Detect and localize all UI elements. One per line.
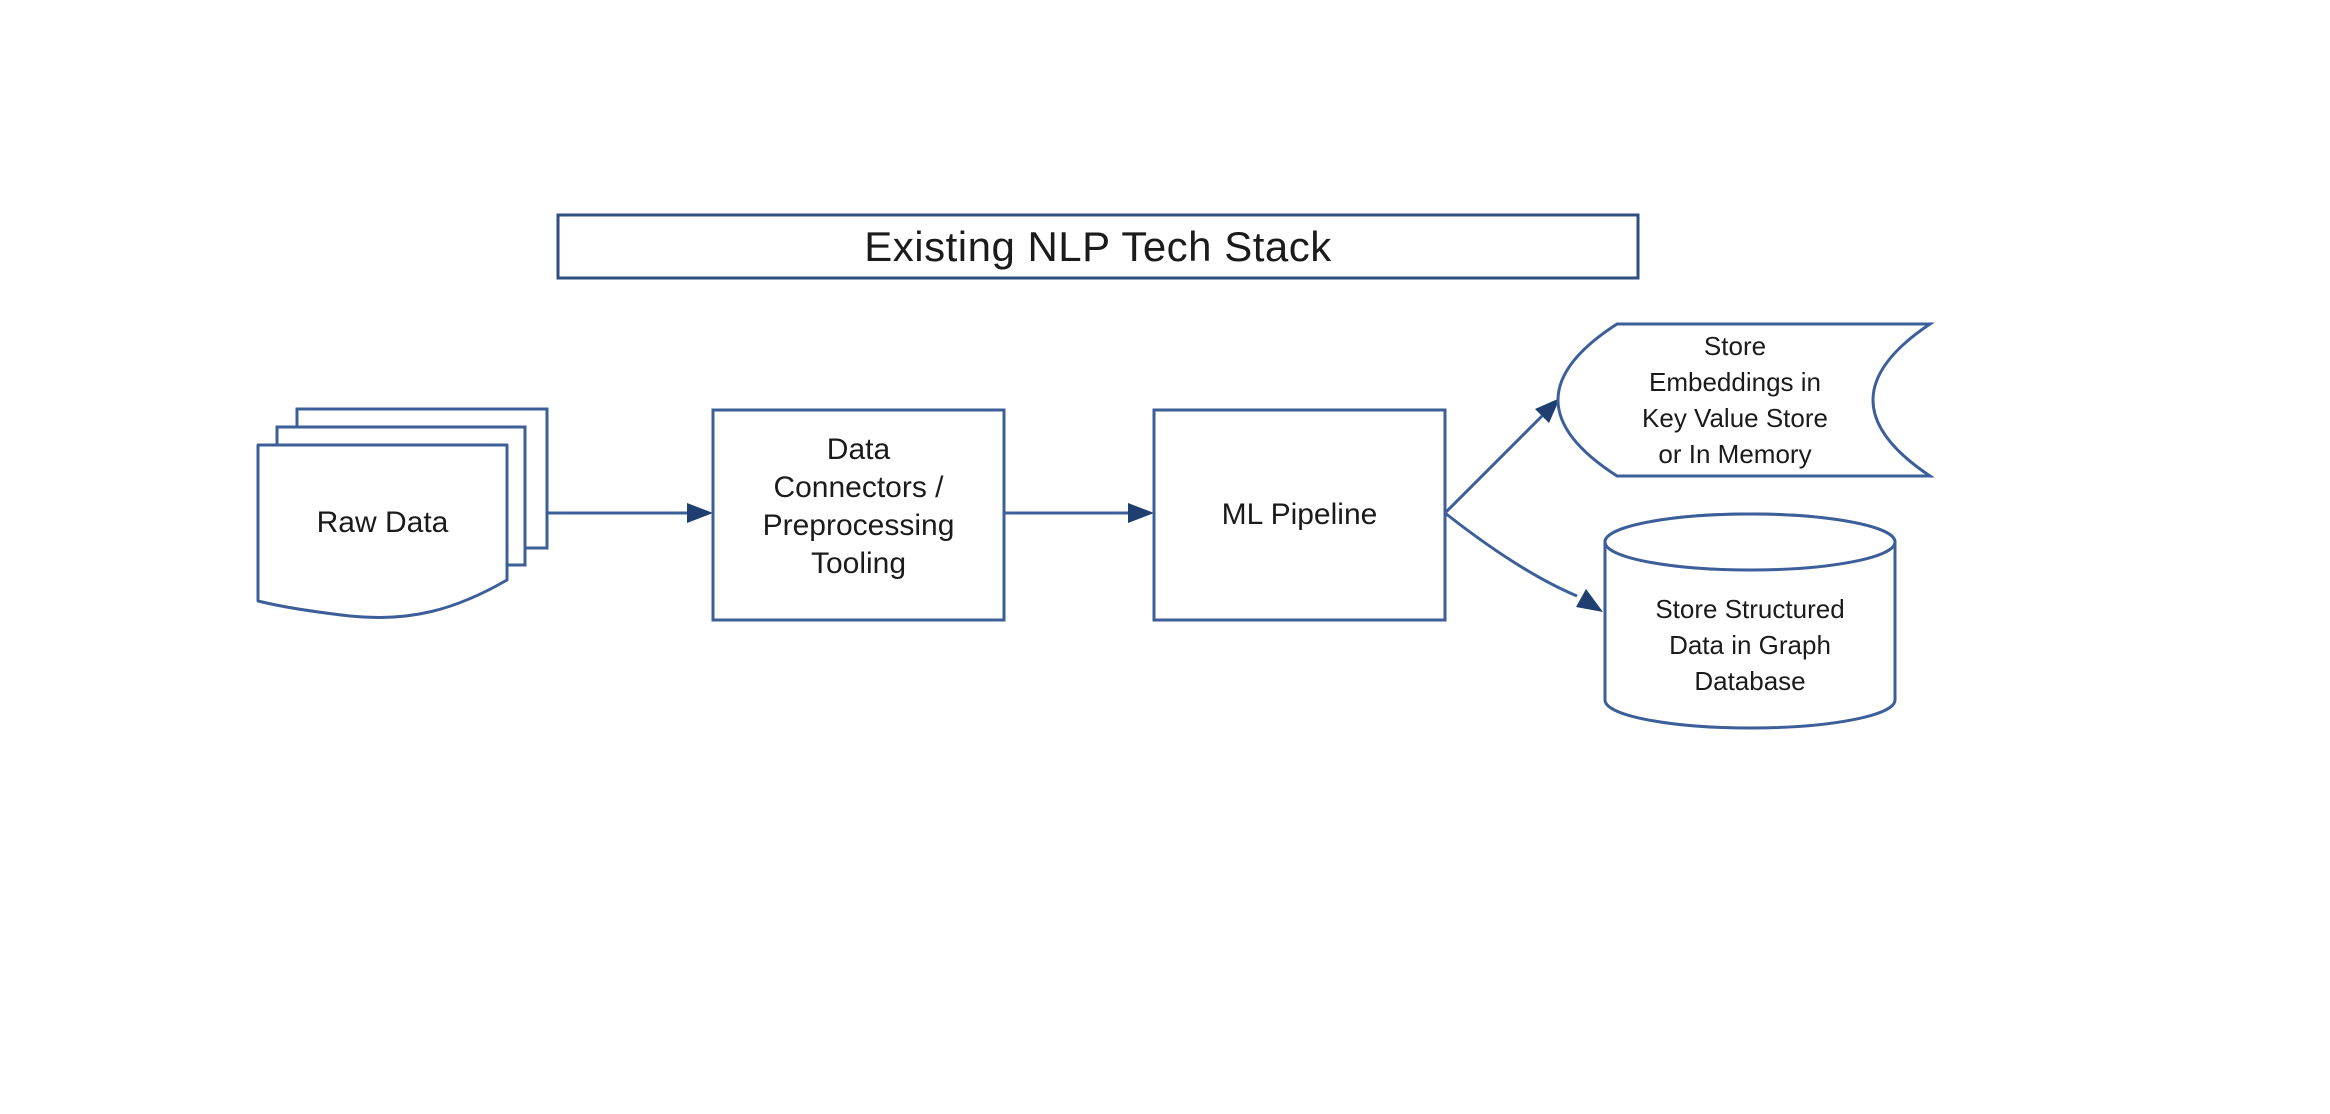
title-box-shape[interactable] (556, 213, 1640, 280)
arrow-raw-to-connectors[interactable] (547, 503, 713, 523)
raw-data-shape[interactable] (256, 407, 549, 619)
arrowhead-ml-to-graphdb (1576, 589, 1603, 612)
arrow-connectors-to-ml[interactable] (1004, 503, 1154, 523)
arrowhead-raw-to-connectors (687, 503, 713, 523)
graph-database-lid (1603, 512, 1897, 572)
arrowhead-ml-to-embeddings (1535, 398, 1560, 423)
arrow-ml-to-graphdb[interactable] (1444, 511, 1603, 612)
graph-database-shape[interactable] (1603, 512, 1897, 730)
arrowhead-connectors-to-ml (1128, 503, 1154, 523)
arrow-ml-to-embeddings[interactable] (1443, 398, 1560, 515)
raw-data-page-front[interactable] (256, 443, 509, 619)
data-connectors-shape[interactable] (711, 408, 1006, 622)
ml-pipeline-shape[interactable] (1152, 408, 1447, 622)
store-embeddings-shape[interactable] (1556, 322, 1935, 478)
